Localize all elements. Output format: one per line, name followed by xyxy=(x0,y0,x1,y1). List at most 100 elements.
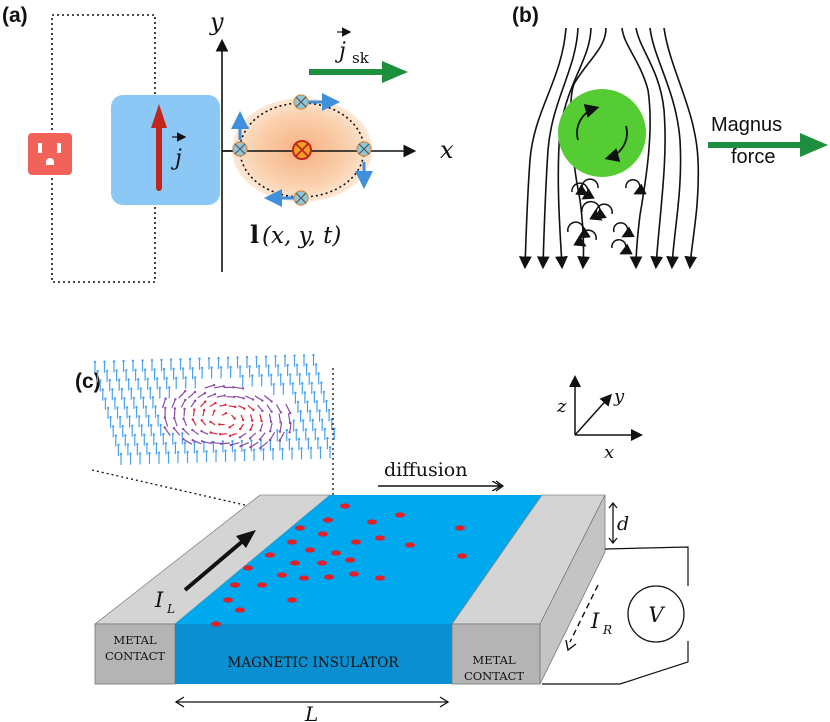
spin-vector-tip xyxy=(297,437,301,441)
insulator-top xyxy=(175,495,542,624)
spin-vector-tip xyxy=(218,423,221,426)
right-current-arrow-head xyxy=(565,639,577,652)
spin-vector-tip xyxy=(290,447,294,450)
spin-vector-tip xyxy=(143,433,146,436)
spin-vector-tip xyxy=(134,368,137,372)
spin-vector-tip xyxy=(296,400,300,404)
spin-vector-tip xyxy=(288,431,291,434)
spin-vector-tip xyxy=(307,437,310,440)
spin-vector-tip xyxy=(292,419,295,422)
spin-vector xyxy=(211,441,221,444)
triad-y-label: y xyxy=(613,386,625,407)
spin-vector xyxy=(207,393,216,398)
skyrmion-dot xyxy=(324,574,334,580)
spin-vector-tip xyxy=(156,414,160,417)
spin-vector-tip xyxy=(269,429,272,433)
spin-vector-tip xyxy=(184,376,187,379)
spin-vector-tip xyxy=(191,367,194,370)
left-contact-front xyxy=(94,623,176,685)
spin-vector-tip xyxy=(248,437,252,440)
spin-vector-tip xyxy=(154,405,157,408)
spin-vector xyxy=(191,429,200,436)
length-label: L xyxy=(304,702,318,722)
spin-vector-tip xyxy=(144,405,148,408)
spin-vector-tip xyxy=(182,417,185,420)
spin-vector-tip xyxy=(258,438,262,441)
insulator-front xyxy=(175,624,452,684)
spin-vector-tip xyxy=(123,397,126,400)
spin-vector-tip xyxy=(181,367,185,370)
spin-vector-tip xyxy=(252,448,256,451)
spin-vector-tip xyxy=(252,408,255,412)
voltmeter xyxy=(627,585,685,643)
spin-vector-tip xyxy=(193,408,196,411)
spin-vector-tip xyxy=(294,391,297,394)
spin-vector-tip xyxy=(301,382,304,385)
spin-vector-tip xyxy=(295,363,299,367)
spin-vector-tip xyxy=(257,364,261,368)
skyrmion-dots xyxy=(211,503,467,627)
spin-vector-tip xyxy=(150,424,153,427)
spin-vector-tip xyxy=(129,452,132,455)
spin-vector-tip xyxy=(239,427,242,431)
diffusion-arrow-double xyxy=(495,480,505,492)
spin-vector-tip xyxy=(300,447,303,450)
spin-vector xyxy=(204,384,215,389)
spin-vector xyxy=(161,398,167,409)
spin-vector-tip xyxy=(105,369,109,373)
spin-vector-tip xyxy=(181,427,185,431)
spin-vector-tip xyxy=(191,428,194,432)
skyrmion-dot xyxy=(345,557,355,563)
spin-vector-tip xyxy=(261,409,264,413)
spin-vector-tip xyxy=(224,449,227,452)
spin-vector-tip xyxy=(314,363,318,366)
spin-vector-tip xyxy=(278,430,282,433)
skyrmion-dot xyxy=(290,560,300,566)
spin-vector-tip xyxy=(233,405,237,409)
spin-vector-tip xyxy=(131,424,134,427)
spin-vector-tip xyxy=(103,360,106,363)
spin-vector-tip xyxy=(165,377,168,380)
spin-vector-tip xyxy=(168,386,171,389)
spin-vector-tip xyxy=(101,388,105,391)
spin-vector-tip xyxy=(122,359,125,363)
skyrmion-disk xyxy=(558,89,646,177)
spin-vector-tip xyxy=(162,367,166,371)
spin-vector xyxy=(279,431,285,442)
skyrmion-dot xyxy=(211,621,221,627)
spin-vector xyxy=(289,422,292,433)
panel-a-label: (a) xyxy=(2,4,28,27)
spin-vector-tip xyxy=(149,386,152,390)
spin-vector xyxy=(278,413,282,423)
spin-vector-tip xyxy=(221,440,225,443)
spin-vector-tip xyxy=(279,411,283,414)
spin-vector-tip xyxy=(226,356,230,359)
spin-vector-tip xyxy=(171,432,174,435)
spin-vector-tip xyxy=(115,369,118,372)
right-contact-side xyxy=(539,494,606,685)
skyrmion-dot xyxy=(299,575,309,581)
spin-vector xyxy=(173,427,181,436)
spin-texture-inset xyxy=(93,353,336,465)
diffusion-label: diffusion xyxy=(384,459,467,481)
panel-a: (a) j y x xyxy=(2,4,454,283)
spin-vector-tip xyxy=(205,450,208,453)
skyrmion-dot xyxy=(323,517,333,523)
spin-vector-tip xyxy=(224,403,227,407)
spin-vector-tip xyxy=(217,356,220,360)
skyrmion-dot xyxy=(317,560,327,566)
spin-vector-tip xyxy=(289,373,292,376)
spin-vector-tip xyxy=(299,410,302,413)
panel-c: (c) z y x diffusion METAL CONT xyxy=(75,353,689,722)
skyrmion-dot xyxy=(349,571,359,577)
spin-vector-tip xyxy=(279,373,282,376)
right-contact-front xyxy=(451,623,541,685)
right-current-subscript: R xyxy=(602,623,612,637)
spin-vector-tip xyxy=(184,398,187,402)
voltmeter-label: V xyxy=(648,603,665,627)
field-symbol: l xyxy=(250,220,259,249)
spin-vector-tip xyxy=(212,383,216,387)
spin-vector-tip xyxy=(181,432,184,435)
skyrmion-dot xyxy=(287,539,297,545)
magnus-label-line1: Magnus xyxy=(711,114,782,136)
